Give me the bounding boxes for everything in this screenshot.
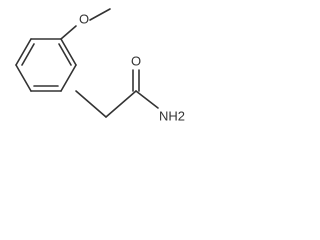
oxygen-methyl-bond — [89, 8, 111, 21]
ring-bond — [15, 64, 32, 92]
carbonyl-nitrogen-bond — [135, 90, 159, 109]
ring-double-bond — [58, 43, 72, 66]
ch2-carbonyl-bond — [105, 90, 137, 118]
ring-double-bond — [21, 43, 35, 66]
structure-diagram: O O NH2 — [0, 0, 200, 134]
aryl-oxygen-bond — [60, 25, 77, 40]
carbonyl-oxygen-label: O — [131, 53, 141, 68]
methoxy-oxygen-label: O — [79, 11, 89, 26]
ring-bond — [60, 64, 77, 92]
molecule-svg: O O NH2 — [15, 8, 185, 123]
ring-bond — [60, 38, 77, 66]
amide-nitrogen-label: NH2 — [159, 108, 185, 123]
ring-bond — [15, 38, 32, 66]
ring-ch2-bond — [75, 90, 107, 118]
